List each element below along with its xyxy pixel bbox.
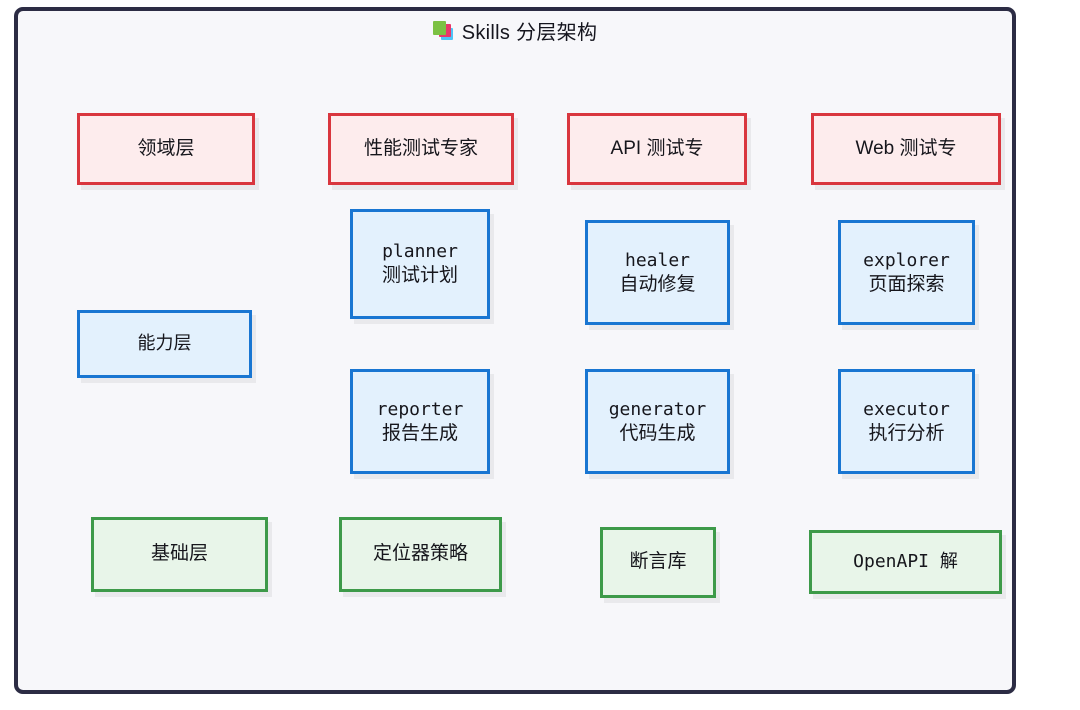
node-label-primary: 领域层 (137, 137, 195, 159)
node-label-primary: planner (382, 241, 458, 263)
node-api-test-expert[interactable]: API 测试专 (567, 113, 747, 185)
node-label-primary: 基础层 (150, 543, 208, 565)
node-label-primary: API 测试专 (610, 137, 704, 159)
node-label-secondary: 执行分析 (868, 421, 945, 444)
node-locator-strategy[interactable]: 定位器策略 (339, 517, 502, 592)
node-label-secondary: 报告生成 (381, 421, 458, 444)
diagram-title-text: Skills 分层架构 (461, 21, 598, 44)
node-label-primary: 性能测试专家 (363, 137, 478, 159)
node-label-primary: Web 测试专 (855, 137, 957, 159)
node-label-primary: 定位器策略 (372, 543, 468, 565)
node-openapi-parser[interactable]: OpenAPI 解 (809, 530, 1002, 594)
node-foundation-layer[interactable]: 基础层 (91, 517, 268, 592)
node-web-test-expert[interactable]: Web 测试专 (811, 113, 1001, 185)
node-label-secondary: 页面探索 (868, 272, 945, 295)
node-label-secondary: 自动修复 (619, 272, 696, 295)
node-capability-layer[interactable]: 能力层 (77, 310, 252, 378)
node-label-primary: OpenAPI 解 (853, 551, 958, 573)
node-label-primary: reporter (376, 398, 464, 420)
diagram-title: Skills 分层架构 (14, 7, 1016, 53)
node-domain-layer[interactable]: 领域层 (77, 113, 255, 185)
node-assertion-library[interactable]: 断言库 (600, 527, 716, 598)
node-label-primary: 断言库 (629, 551, 687, 573)
layered-cards-icon (432, 20, 453, 40)
node-label-secondary: 测试计划 (381, 264, 458, 287)
node-label-primary: healer (624, 249, 691, 271)
node-label-primary: executor (863, 398, 950, 420)
node-perf-test-expert[interactable]: 性能测试专家 (328, 113, 514, 185)
node-label-secondary: 代码生成 (619, 421, 696, 444)
node-label-primary: generator (608, 398, 707, 420)
node-label-primary: 能力层 (137, 333, 192, 355)
node-label-primary: explorer (863, 249, 950, 271)
